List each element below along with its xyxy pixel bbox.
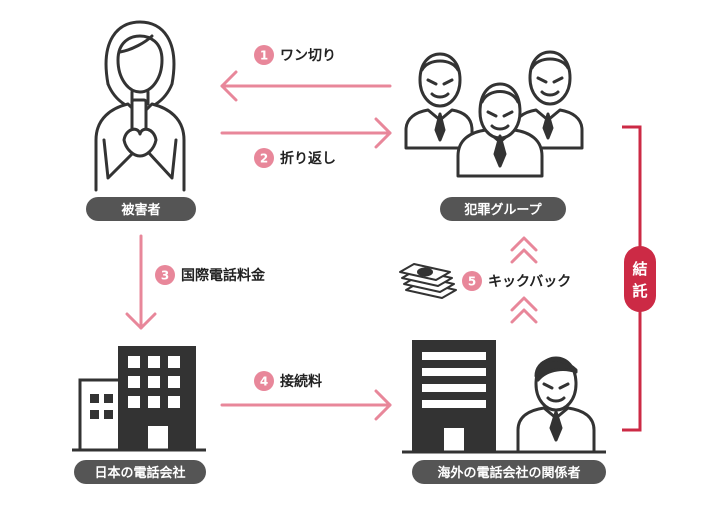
step2-number-badge xyxy=(254,148,274,168)
step4-label: 接続料 xyxy=(280,373,322,390)
step4-number-badge xyxy=(254,371,274,391)
japan-telecom-label: 日本の電話会社 xyxy=(94,465,185,481)
foreign-telecom-building xyxy=(412,340,496,452)
step4-number: 4 xyxy=(260,375,268,389)
foreign-telecom-label: 海外の電話会社の関係者 xyxy=(437,465,580,481)
step3-number-badge xyxy=(155,265,175,285)
foreign-telecom-label-pill xyxy=(412,460,606,484)
collusion-label-line2: 託 xyxy=(632,282,647,300)
collusion-pill xyxy=(624,246,656,312)
step1-label: ワン切り xyxy=(280,48,336,64)
step5-arrow xyxy=(510,236,538,324)
money-stack-icon xyxy=(399,263,457,299)
japan-telecom-label-pill xyxy=(74,460,206,484)
criminal-group-illustration xyxy=(404,50,584,178)
foreign-telecom-person xyxy=(516,356,596,454)
step2-arrow xyxy=(220,117,392,149)
step5-number-badge xyxy=(462,271,482,291)
step1-number-badge xyxy=(254,45,274,65)
step2-label: 折り返し xyxy=(280,150,336,167)
step2-number: 2 xyxy=(260,152,268,166)
collusion-label-line1: 結 xyxy=(632,260,647,278)
step1-arrow xyxy=(220,70,392,102)
victim-label-pill xyxy=(86,197,196,221)
step3-arrow xyxy=(125,234,157,330)
step3-number: 3 xyxy=(161,269,169,283)
step5-number: 5 xyxy=(468,275,476,289)
criminal-group-label: 犯罪グループ xyxy=(463,202,542,218)
victim-label: 被害者 xyxy=(120,202,160,218)
step4-arrow xyxy=(220,389,392,421)
japan-telecom-building xyxy=(72,346,206,452)
criminal-group-label-pill xyxy=(440,197,566,221)
victim-illustration xyxy=(94,20,186,192)
step5-label: キックバック xyxy=(488,274,571,290)
step3-label: 国際電話料金 xyxy=(181,267,266,284)
step1-number: 1 xyxy=(260,49,268,63)
